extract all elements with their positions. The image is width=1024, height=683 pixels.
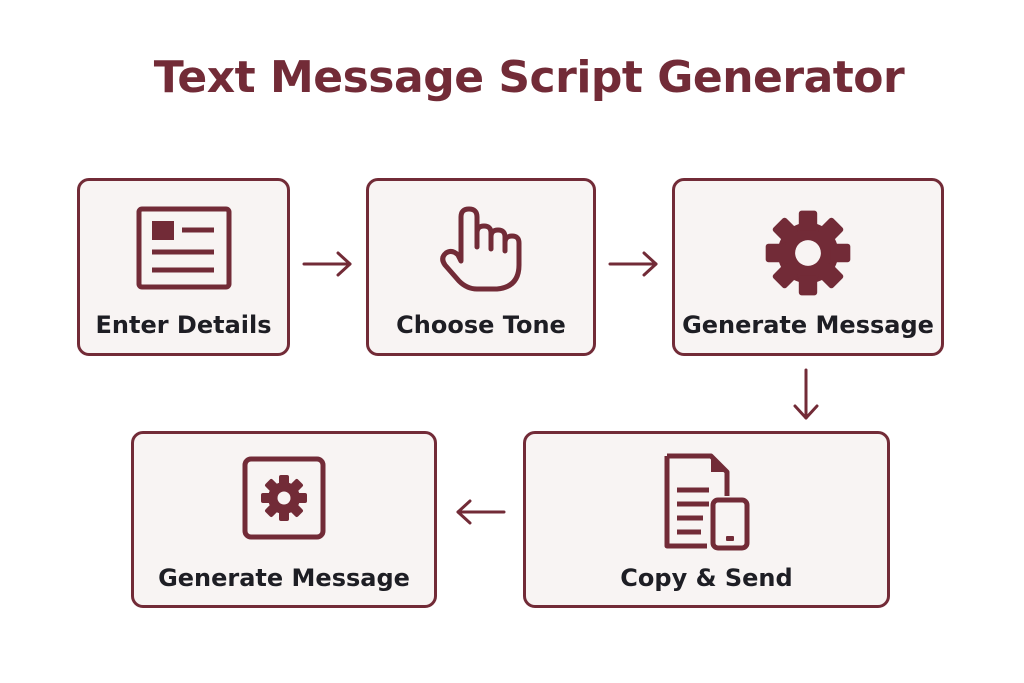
- step-label: Enter Details: [95, 311, 272, 339]
- pointing-hand-icon: [440, 206, 522, 292]
- gear-icon: [765, 210, 851, 296]
- form-icon: [136, 206, 231, 290]
- page-title: Text Message Script Generator: [153, 52, 905, 103]
- step-generate-message-final: Generate Message: [131, 431, 437, 608]
- step-choose-tone: Choose Tone: [366, 178, 596, 356]
- step-copy-send: Copy & Send: [523, 431, 890, 608]
- arrow-down-icon: [793, 368, 819, 420]
- arrow-right-icon: [608, 251, 658, 277]
- step-label: Generate Message: [682, 311, 934, 339]
- step-generate-message: Generate Message: [672, 178, 944, 356]
- step-label: Choose Tone: [396, 311, 566, 339]
- arrow-left-icon: [456, 499, 506, 525]
- step-label: Generate Message: [158, 564, 410, 592]
- gear-box-icon: [242, 456, 326, 540]
- document-phone-icon: [664, 453, 749, 551]
- step-enter-details: Enter Details: [77, 178, 290, 356]
- arrow-right-icon: [302, 251, 352, 277]
- step-label: Copy & Send: [620, 564, 793, 592]
